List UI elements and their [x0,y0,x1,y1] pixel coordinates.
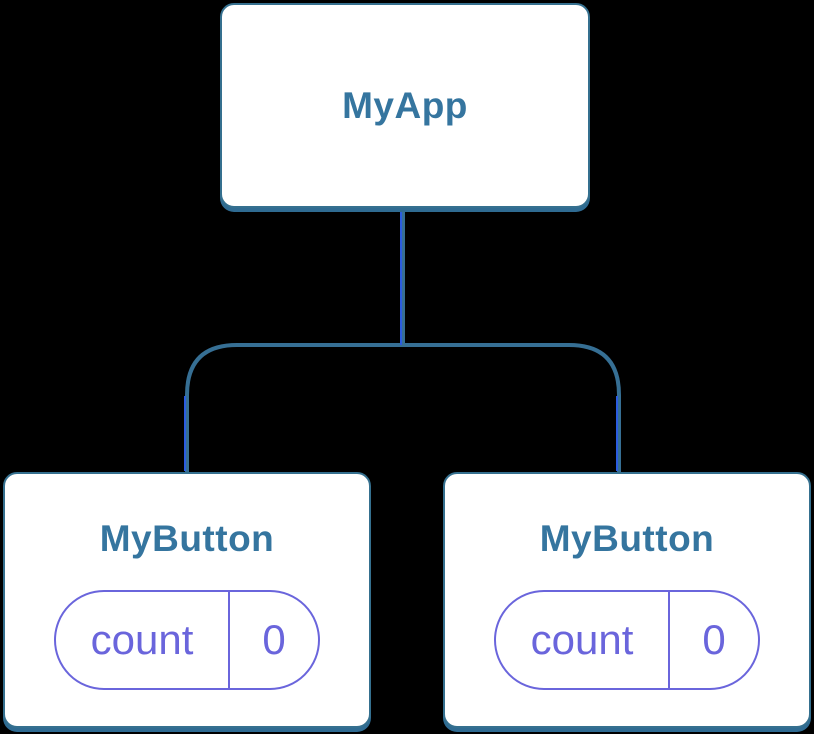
root-node-label: MyApp [342,85,468,126]
state-name: count [496,592,670,688]
branch-line [185,343,621,472]
child-node-label: MyButton [539,518,715,559]
child-node-label: MyButton [99,518,275,559]
state-value: 0 [262,616,286,663]
child-node-mybutton-2: MyButton count 0 [443,472,811,728]
root-node-myapp: MyApp [220,3,590,208]
state-value: 0 [702,616,726,663]
child-node-mybutton-1: MyButton count 0 [3,472,371,728]
state-pill: count 0 [494,590,760,690]
state-pill: count 0 [54,590,320,690]
state-name: count [56,592,230,688]
